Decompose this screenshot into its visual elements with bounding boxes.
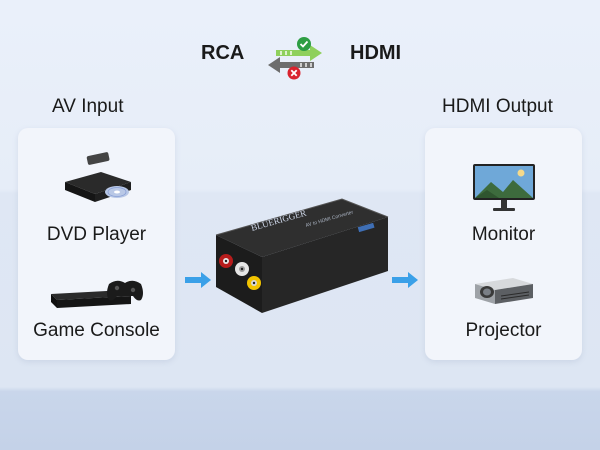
device-label-monitor: Monitor bbox=[471, 224, 536, 245]
converter-box-icon: BLUERIGGER AV to HDMI Converter bbox=[210, 195, 395, 335]
device-label-game-console: Game Console bbox=[33, 320, 160, 341]
input-flow-arrow-icon bbox=[183, 272, 213, 288]
backward-arrow-icon bbox=[268, 57, 314, 73]
game-console-icon bbox=[18, 266, 175, 326]
target-format-label: HDMI bbox=[350, 42, 402, 64]
av-input-panel: DVD Player Game Console bbox=[18, 128, 175, 360]
output-flow-arrow-icon bbox=[390, 272, 420, 288]
projector-icon bbox=[425, 270, 582, 330]
rca-white-jack-icon bbox=[235, 262, 249, 276]
source-format-label: RCA bbox=[201, 42, 245, 64]
rca-yellow-jack-icon bbox=[247, 276, 261, 290]
hdmi-output-panel: Monitor Projector bbox=[425, 128, 582, 360]
device-label-dvd-player: DVD Player bbox=[46, 224, 147, 245]
check-circle-icon bbox=[297, 37, 311, 51]
monitor-icon bbox=[425, 162, 582, 222]
device-label-projector: Projector bbox=[465, 320, 542, 341]
conversion-header: RCA bbox=[0, 36, 600, 80]
dvd-player-icon bbox=[18, 152, 175, 212]
cross-circle-icon bbox=[287, 66, 301, 80]
rca-red-jack-icon bbox=[219, 254, 233, 268]
input-heading: AV Input bbox=[52, 96, 124, 117]
forward-arrow-icon bbox=[276, 45, 322, 61]
direction-arrows bbox=[262, 36, 328, 80]
output-heading: HDMI Output bbox=[442, 96, 553, 117]
